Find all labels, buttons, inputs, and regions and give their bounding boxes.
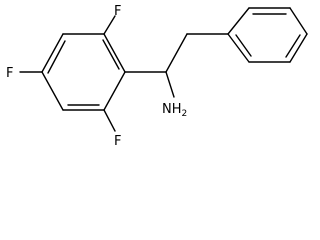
fluorine-substituent-bonds [19,15,116,132]
fluorine-left-label: F [6,66,13,81]
ring-bond [41,33,64,73]
ring-double-bond [285,34,301,58]
amine-nh-label: NH [162,102,182,117]
ring-bond [289,33,308,63]
f-bottom-bond [103,109,116,132]
fluorine-top-label: F [114,4,121,19]
amine-subscript-label: 2 [182,109,188,119]
side-chain [124,33,229,98]
alpha-to-methylene-bond [165,33,188,73]
trifluorophenyl-ring [41,33,126,111]
ring-double-bond [102,39,120,70]
ring-bond [41,71,64,111]
ring-double-bond [235,34,252,57]
ring-bond [289,7,308,35]
f-top-bond [103,15,116,35]
alpha-to-amine-bond [165,71,175,98]
ring-bond [103,33,126,73]
chemical-structure-diagram: F F F NH2 [6,4,308,149]
fluorine-bottom-label: F [114,134,121,149]
phenyl-ring [227,7,308,63]
amine-label: NH2 [162,102,187,119]
ring-bond [227,33,250,63]
ring-bond [103,71,126,111]
ring-double-bond [47,40,66,74]
ring-bond [227,7,250,35]
atom-labels: F F F NH2 [6,4,187,149]
